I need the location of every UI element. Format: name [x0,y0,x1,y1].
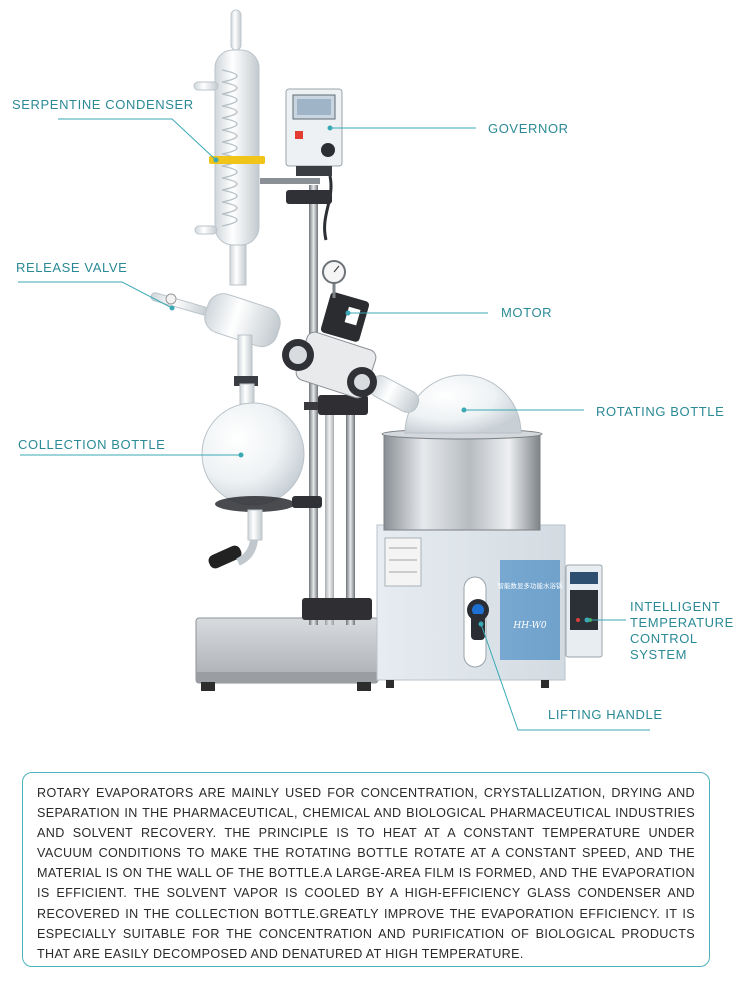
label-serpentine-condenser: SERPENTINE CONDENSER [12,97,194,112]
serpentine-condenser [193,9,265,286]
temperature-control-unit [565,564,603,658]
leader-lifting-handle [480,623,650,731]
label-governor: GOVERNOR [488,121,569,136]
label-intelligent-line3: CONTROL SYSTEM [630,631,698,662]
water-bath: 智能数显多功能水浴锅 HH-W0 [376,428,566,688]
release-valve-assembly [150,292,281,386]
label-rotating-bottle: ROTATING BOTTLE [596,404,725,419]
label-motor: MOTOR [501,305,553,320]
label-intelligent-line1: INTELLIGENT [630,599,721,614]
anchor-serpentine-condenser [213,157,219,163]
anchor-collection-bottle [238,452,244,458]
anchor-motor [345,310,351,316]
label-release-valve: RELEASE VALVE [16,260,128,275]
label-lifting-handle: LIFTING HANDLE [548,707,663,722]
leader-lines [18,118,650,731]
description-box: ROTARY EVAPORATORS ARE MAINLY USED FOR C… [22,772,710,967]
rotating-bottle [368,374,522,434]
support-poles [302,185,372,625]
leader-release-valve [18,281,173,309]
description-text: ROTARY EVAPORATORS ARE MAINLY USED FOR C… [37,786,695,961]
anchor-governor [327,125,333,131]
label-collection-bottle: COLLECTION BOTTLE [18,437,166,452]
apparatus-illustration: 智能数显多功能水浴锅 HH-W0 [18,9,650,731]
label-intelligent-temperature-control: INTELLIGENT TEMPERATURE CONTROL SYSTEM [630,599,750,663]
rotary-evaporator-diagram: 智能数显多功能水浴锅 HH-W0 [12,9,750,731]
base-plate [195,617,379,691]
leader-serpentine-condenser [58,118,217,161]
anchor-rotating-bottle [461,407,467,413]
governor-unit [260,88,343,241]
anchor-lifting-handle [478,621,484,627]
bath-panel-title: 智能数显多功能水浴锅 [498,581,564,590]
anchor-release-valve [169,305,175,311]
bath-model-label: HH-W0 [512,621,546,631]
label-intelligent-line2: TEMPERATURE [630,615,734,630]
anchor-intelligent-control [584,617,590,623]
motor-assembly [282,260,377,399]
collection-bottle [201,383,322,569]
